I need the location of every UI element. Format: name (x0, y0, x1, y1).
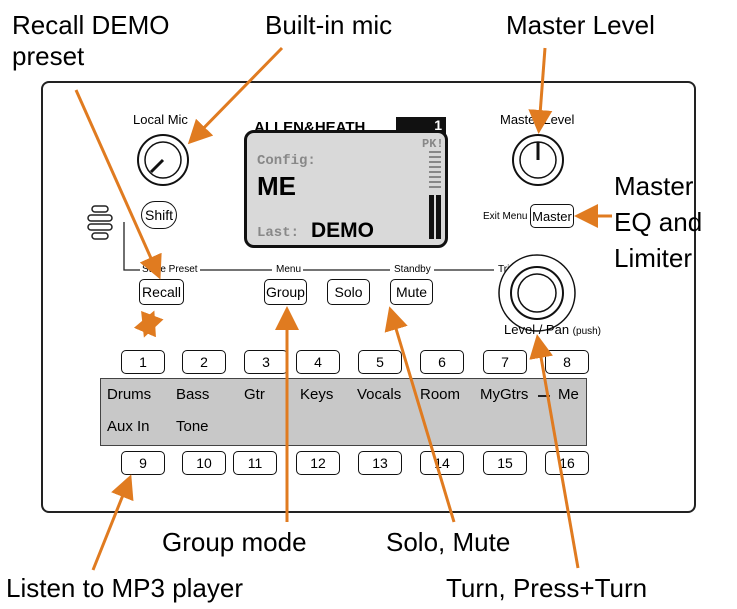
channel-name-5: Vocals (357, 386, 402, 403)
lcd-level-meter (429, 151, 441, 241)
speaker-grille-icon (87, 205, 113, 240)
channel-button-15[interactable]: 15 (483, 451, 527, 475)
arrow-master-level (528, 47, 553, 134)
channel-button-7[interactable]: 7 (483, 350, 527, 374)
callout-recall-demo-line1: Recall DEMO (12, 10, 170, 40)
channel-name-2: Bass (176, 386, 210, 403)
callout-master-eq-line3: Limiter (614, 243, 693, 273)
channel-button-4[interactable]: 4 (296, 350, 340, 374)
master-level-knob[interactable] (510, 132, 566, 188)
callout-master-eq-line2: EQ and (614, 207, 703, 237)
channel-button-16[interactable]: 16 (545, 451, 589, 475)
link-dash (538, 395, 550, 397)
lcd-peak-label: PK! (422, 137, 444, 151)
channel-button-10[interactable]: 10 (182, 451, 226, 475)
callout-master-level: Master Level (506, 10, 655, 40)
shift-button[interactable]: Shift (141, 201, 177, 229)
channel-name-4: Keys (300, 386, 334, 403)
arrow-solo-mute (384, 306, 456, 523)
channel-button-9[interactable]: 9 (121, 451, 165, 475)
lcd-config-value: ME (257, 171, 296, 201)
channel-button-6[interactable]: 6 (420, 350, 464, 374)
callout-turn-press: Turn, Press+Turn (446, 573, 648, 603)
lcd-last-value: DEMO (311, 219, 374, 242)
callout-recall-demo: Recall DEMO preset (12, 10, 169, 72)
channel-name-6: Room (420, 386, 461, 403)
channel-name-9: Aux In (107, 418, 150, 435)
local-mic-knob[interactable] (135, 132, 191, 188)
recall-button[interactable]: Recall (139, 279, 184, 305)
arrow-builtin-mic (187, 46, 284, 145)
local-mic-label: Local Mic (133, 112, 188, 127)
exit-menu-label: Exit Menu (483, 211, 528, 222)
channel-button-13[interactable]: 13 (358, 451, 402, 475)
channel-button-12[interactable]: 12 (296, 451, 340, 475)
channel-name-7: MyGtrs (480, 386, 529, 403)
master-button[interactable]: Master (530, 204, 574, 228)
callout-recall-demo-line2: preset (12, 41, 85, 71)
channel-button-14[interactable]: 14 (420, 451, 464, 475)
menu-label: Menu (274, 264, 304, 275)
solo-button[interactable]: Solo (327, 279, 370, 305)
channel-name-8: Me (558, 386, 579, 403)
lcd-last-label: Last: (257, 225, 300, 241)
channel-name-strip: Drums Bass Gtr Keys Vocals Room MyGtrs M… (100, 378, 587, 446)
arrow-turn-press (529, 334, 580, 569)
mute-button[interactable]: Mute (390, 279, 433, 305)
preset-badge: 1 (396, 117, 446, 134)
lcd-config-label: Config: (257, 153, 316, 169)
arrow-recall-demo (74, 89, 162, 280)
level-pan-text: Level / Pan (504, 322, 570, 337)
lcd-display: Config: ME Last: DEMO PK! (244, 130, 448, 248)
standby-label: Standby (392, 264, 433, 275)
callout-listen-mp3: Listen to MP3 player (6, 573, 244, 603)
group-button[interactable]: Group (264, 279, 307, 305)
level-pan-encoder[interactable] (494, 250, 580, 336)
channel-button-5[interactable]: 5 (358, 350, 402, 374)
channel-button-2[interactable]: 2 (182, 350, 226, 374)
callout-builtin-mic: Built-in mic (265, 10, 393, 40)
channel-button-3[interactable]: 3 (244, 350, 288, 374)
channel-name-10: Tone (176, 418, 209, 435)
level-pan-label: Level / Pan (push) (504, 322, 601, 337)
callout-solo-mute: Solo, Mute (386, 527, 511, 557)
channel-button-11[interactable]: 11 (233, 451, 277, 475)
callout-master-eq-line1: Master (614, 171, 694, 201)
channel-name-3: Gtr (244, 386, 265, 403)
push-label: (push) (572, 326, 602, 337)
arrow-listen-mp3 (91, 474, 134, 571)
store-preset-label: Store Preset (140, 264, 200, 275)
callout-group-mode: Group mode (162, 527, 307, 557)
callout-master-eq: Master EQ and Limiter (614, 168, 702, 276)
channel-button-1[interactable]: 1 (121, 350, 165, 374)
channel-name-1: Drums (107, 386, 152, 403)
